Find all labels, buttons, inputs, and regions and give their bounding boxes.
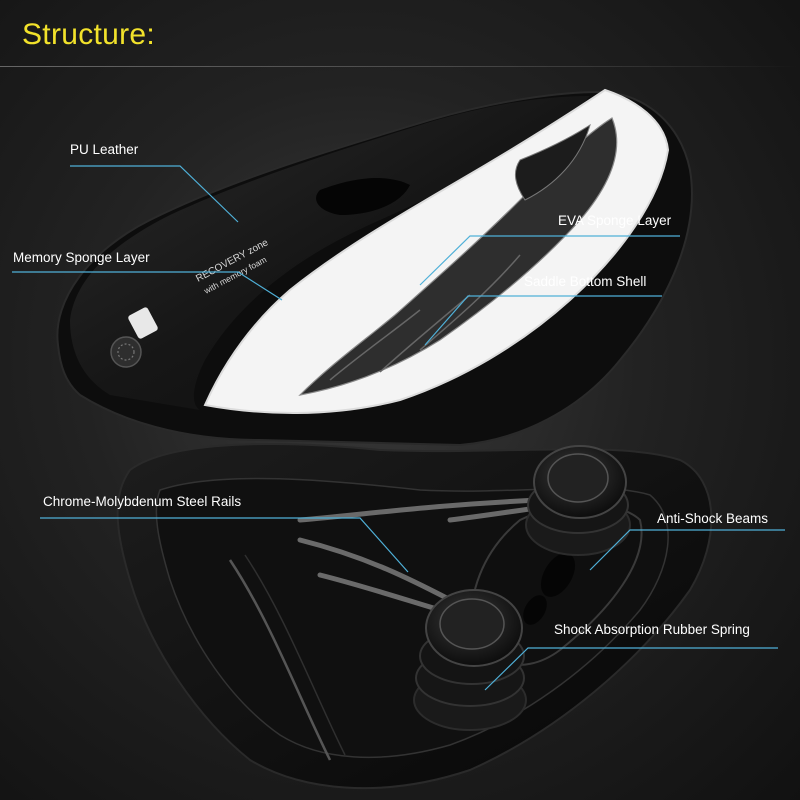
leader-rubber-spring — [484, 647, 778, 691]
label-eva-sponge-layer: EVA Sponge Layer — [558, 213, 672, 228]
page-title: Structure: — [22, 18, 156, 51]
leader-eva-sponge — [419, 235, 680, 286]
saddle-logo-mark — [128, 307, 158, 339]
label-anti-shock-beams: Anti-Shock Beams — [657, 511, 769, 526]
saddle-badge-icon — [110, 336, 142, 368]
leader-anti-shock — [589, 529, 785, 571]
title-divider — [0, 66, 800, 67]
leader-pu-leather — [70, 165, 239, 223]
leader-bottom-shell — [424, 295, 662, 346]
leader-lines — [12, 165, 785, 691]
label-steel-rails: Chrome-Molybdenum Steel Rails — [43, 494, 242, 509]
label-saddle-bottom-shell: Saddle Bottom Shell — [524, 274, 647, 289]
foam-cross-section — [203, 88, 670, 415]
rubber-spring-front — [413, 589, 527, 731]
label-rubber-spring: Shock Absorption Rubber Spring — [554, 622, 750, 637]
label-pu-leather: PU Leather — [70, 142, 139, 157]
leader-memory-sponge — [12, 271, 283, 301]
rubber-spring-rear — [525, 445, 631, 556]
leader-rails — [40, 517, 409, 573]
label-memory-sponge-layer: Memory Sponge Layer — [13, 250, 150, 265]
